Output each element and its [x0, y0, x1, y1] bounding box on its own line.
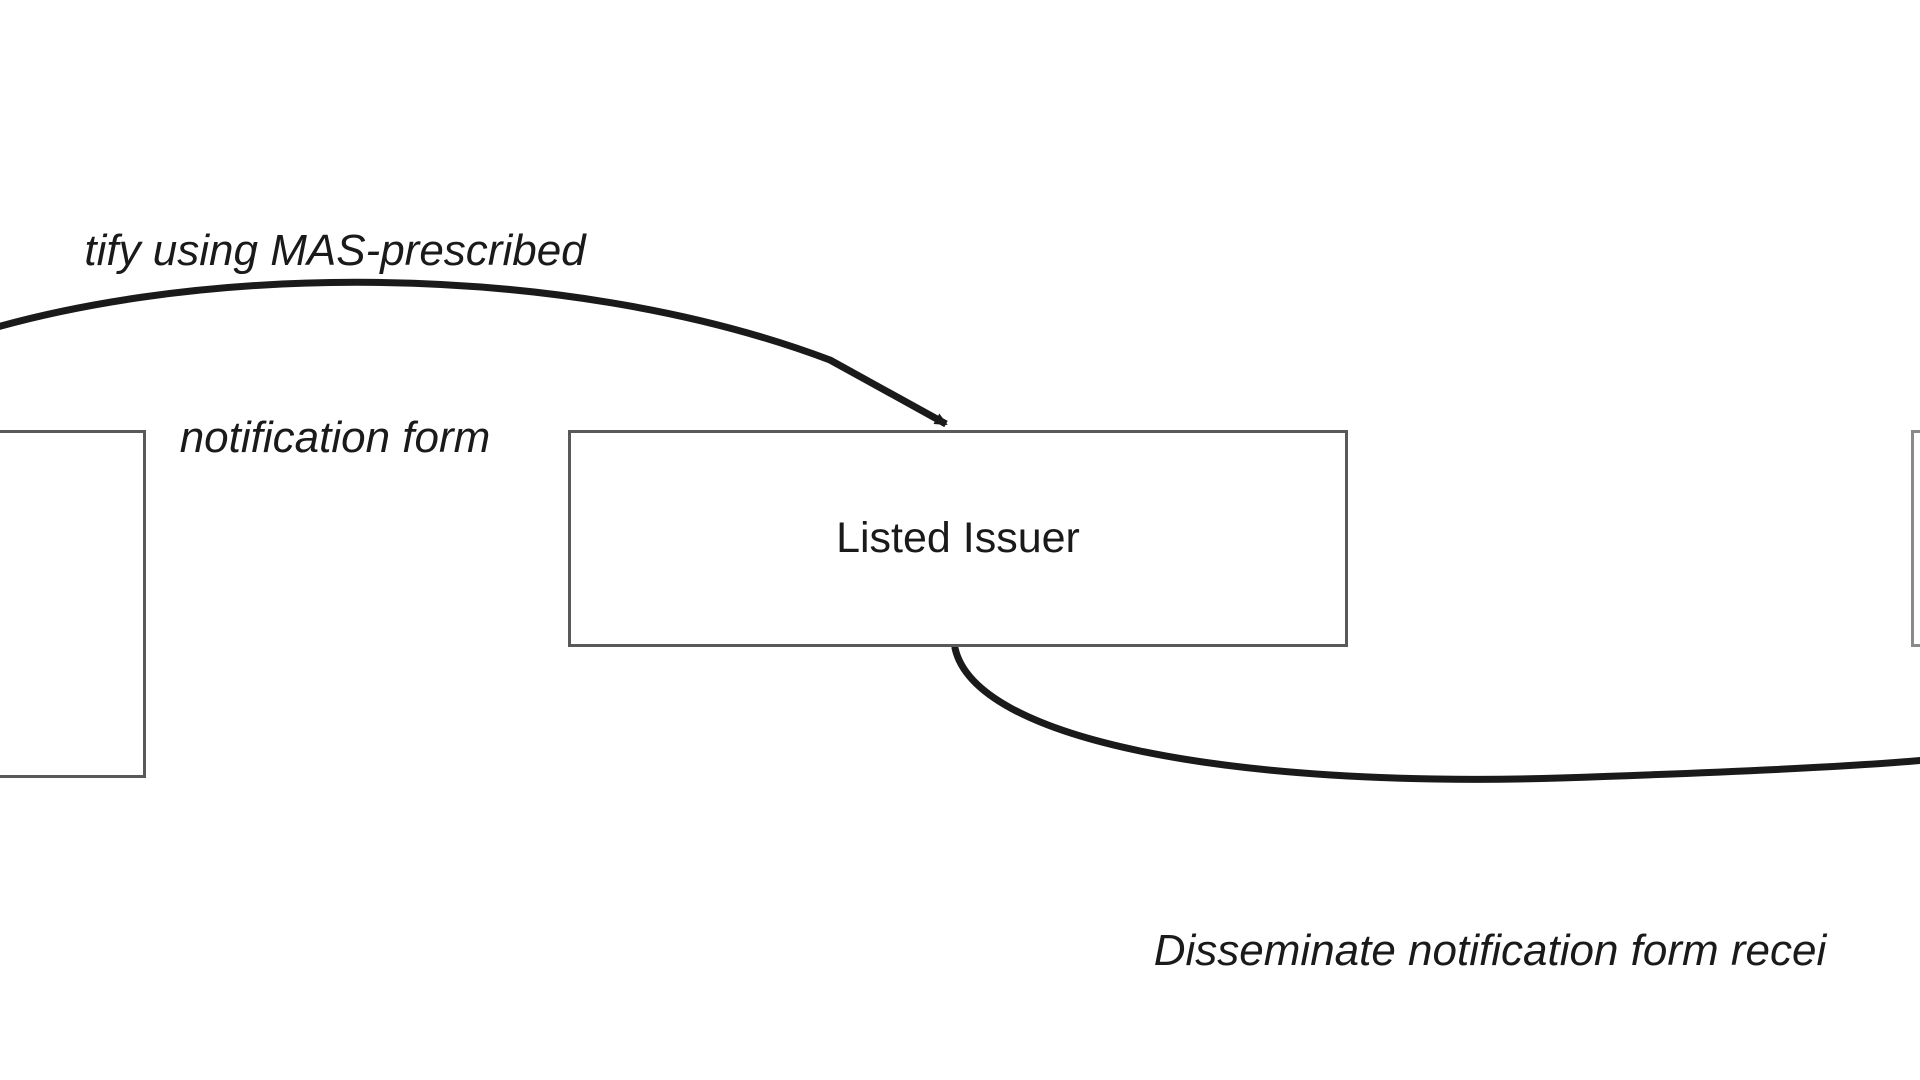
node-listed-issuer[interactable]: Listed Issuer: [568, 430, 1348, 647]
edge-notify-arrow: [828, 356, 948, 428]
edge-notify-path: [0, 278, 834, 364]
edge-disseminate-path: [951, 644, 1920, 783]
edge-label-disseminate: Disseminate notification form recei SGXN…: [835, 795, 1920, 1080]
node-substantial-shareholder[interactable]: tial: [0, 430, 146, 778]
edge-label-notify-line-2: notification form: [179, 413, 491, 463]
node-listed-issuer-label: Listed Issuer: [836, 513, 1080, 562]
edge-label-notify: tify using MAS-prescribed notification f…: [0, 95, 800, 595]
edge-label-notify-line-1: tify using MAS-prescribed: [84, 225, 586, 275]
edge-label-disseminate-line-1: Disseminate notification form recei: [1153, 925, 1827, 975]
node-sgxnet[interactable]: [1911, 430, 1920, 647]
